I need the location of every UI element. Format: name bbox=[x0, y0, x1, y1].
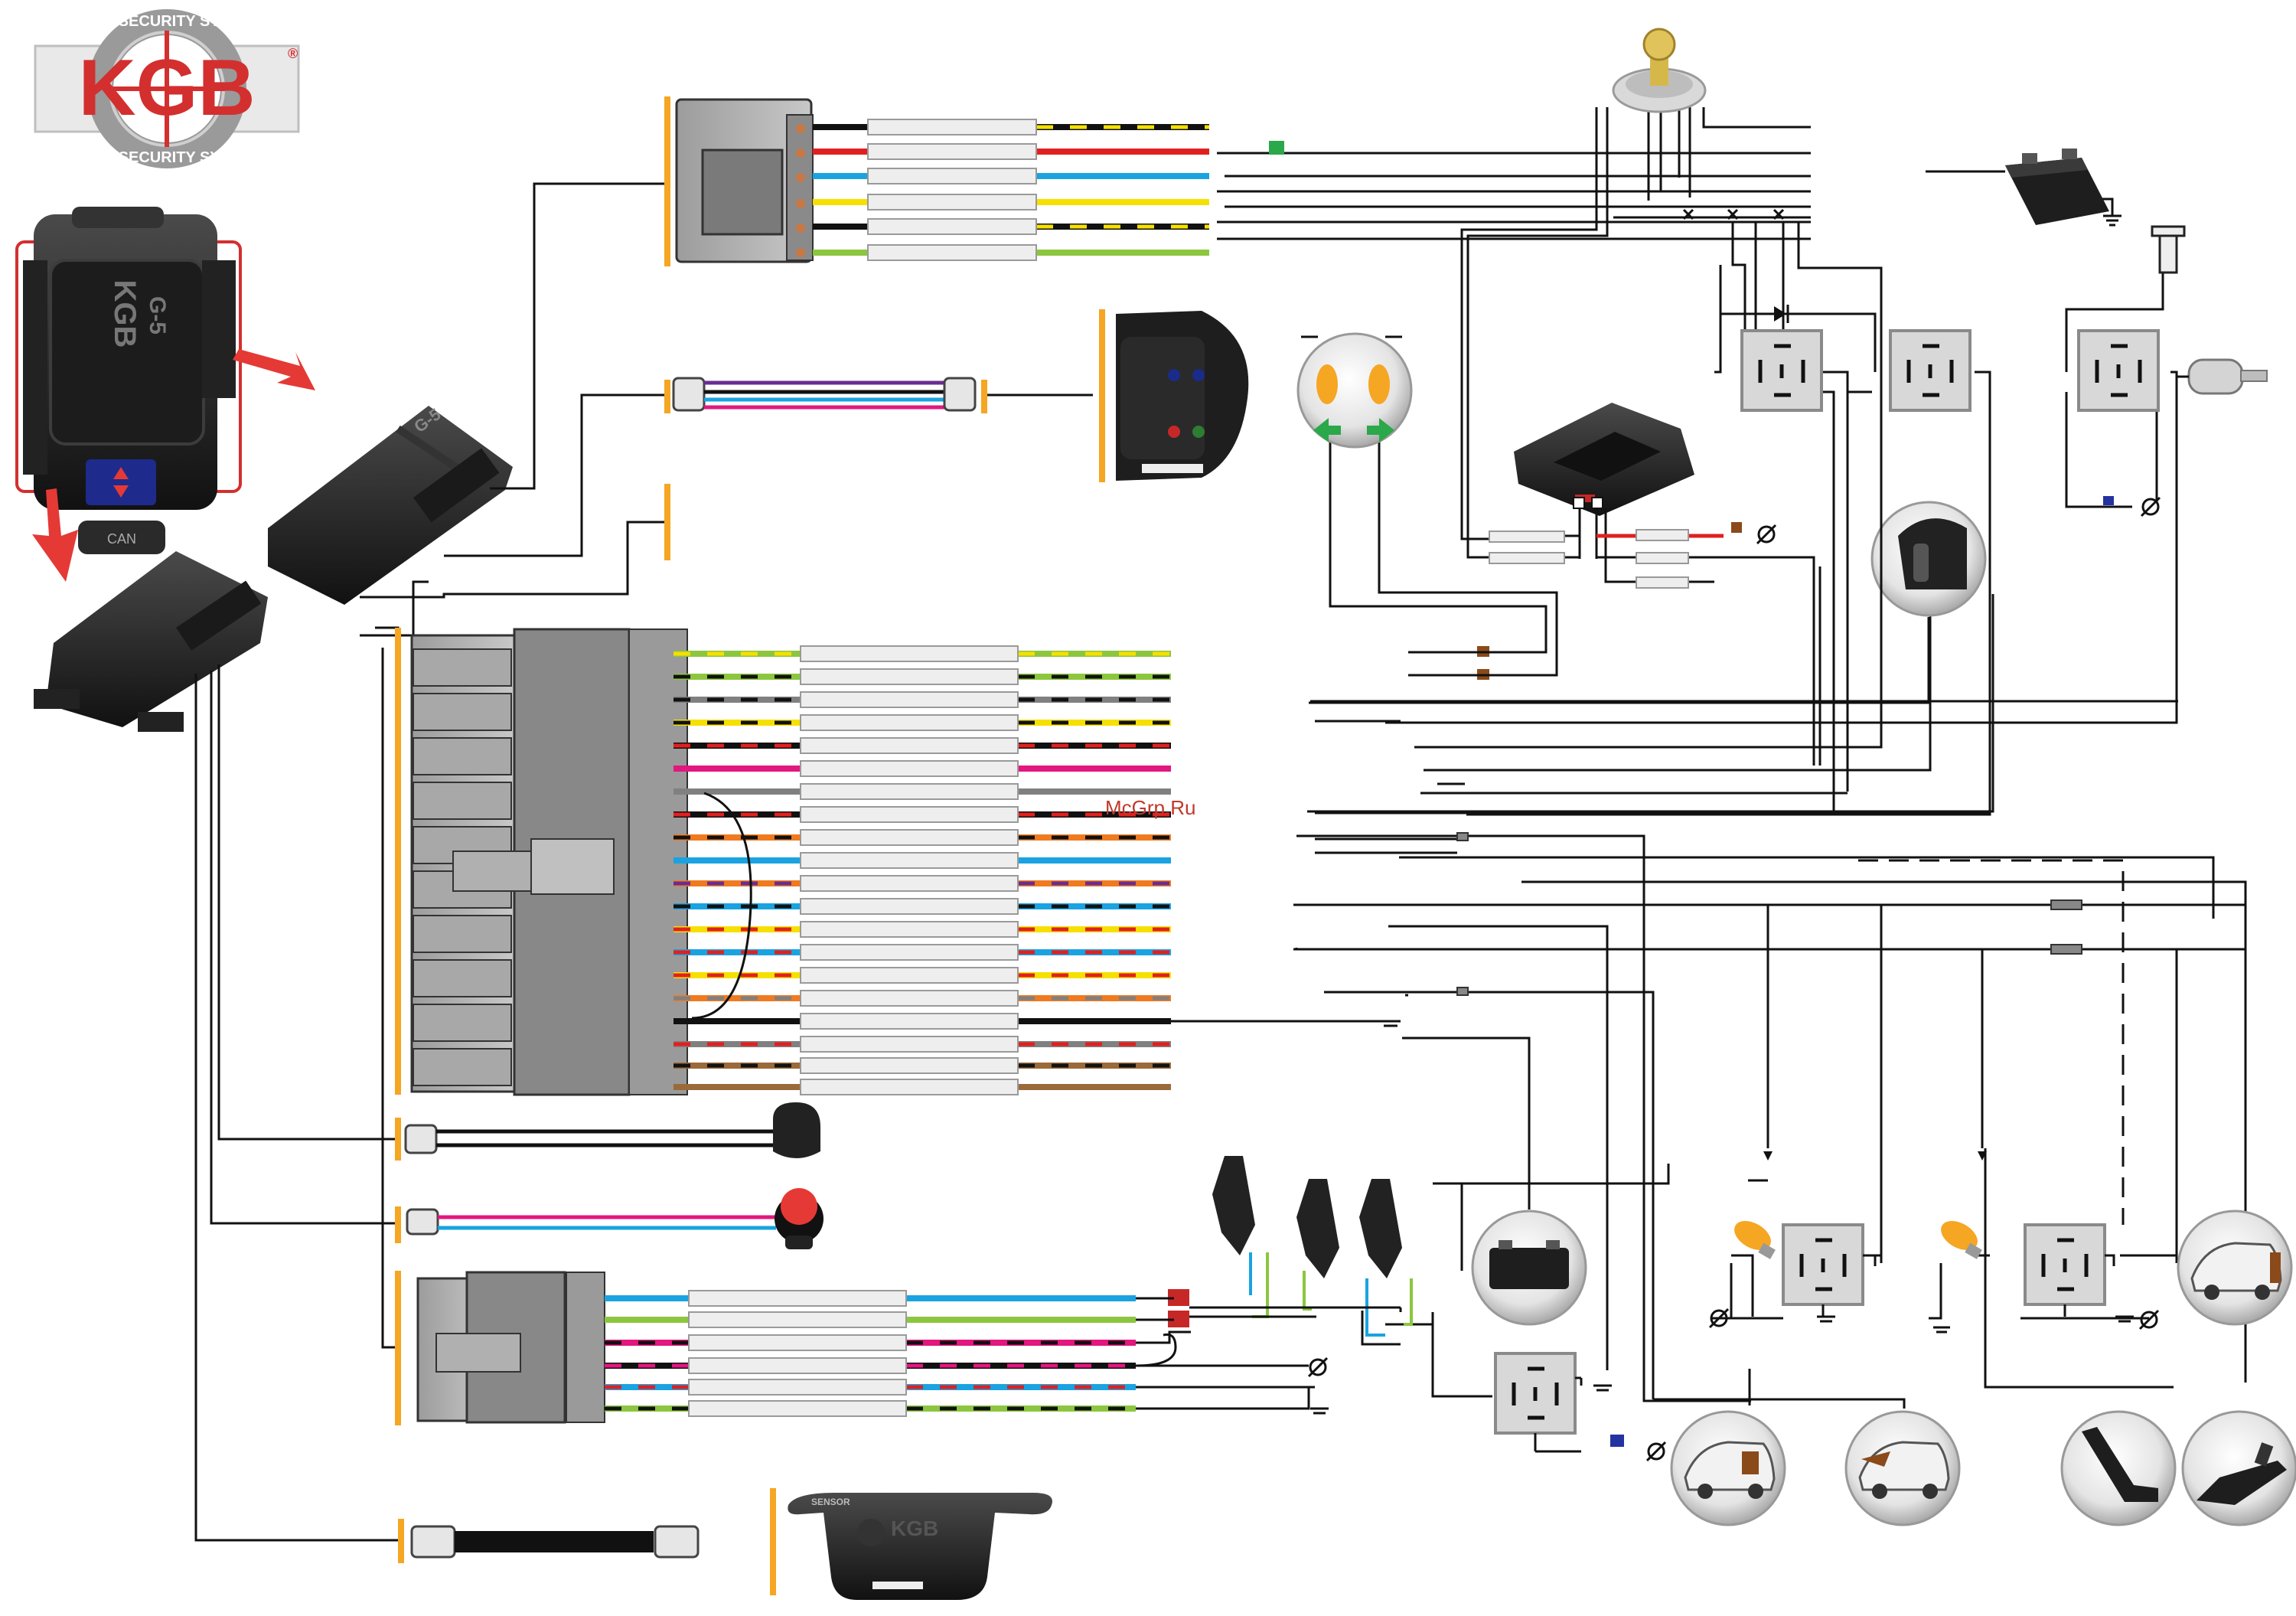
handbrake-bubble bbox=[2060, 1410, 2177, 1526]
logo-ring-text-bottom: AUTO SECURITY SYSTEM bbox=[71, 149, 263, 166]
car-hood-bubble bbox=[1844, 1410, 1961, 1526]
can-label: CAN bbox=[107, 531, 136, 547]
kgb-logo: AUTO SECURITY SYSTEM AUTO SECURITY SYSTE… bbox=[34, 9, 300, 168]
turn-signal-bubble bbox=[1296, 332, 1413, 449]
led-indicator bbox=[395, 1188, 823, 1249]
siren-icon bbox=[1870, 501, 1987, 617]
battery-icon bbox=[2005, 149, 2109, 225]
shock-sensor-connector bbox=[395, 1102, 820, 1161]
remote-antenna-connector bbox=[664, 377, 987, 413]
logo-ring-text-top: AUTO SECURITY SYSTEM bbox=[71, 13, 263, 30]
diode-icon-2 bbox=[1763, 1151, 1773, 1161]
relay-starter bbox=[2077, 329, 2160, 412]
pager-unit: SENSOR KGB bbox=[788, 1493, 1052, 1600]
can-module-wires bbox=[1489, 497, 1815, 766]
car-trunk-bubble bbox=[2177, 1210, 2293, 1326]
top-connector-wires bbox=[813, 119, 1284, 261]
relay-bottom-center bbox=[1494, 1352, 1577, 1435]
car-door-bubble bbox=[1670, 1410, 1786, 1526]
pager-connector bbox=[398, 1488, 776, 1595]
logo-text: KGB bbox=[78, 44, 255, 132]
diode-icon bbox=[1774, 305, 1789, 323]
connector-central-lock bbox=[395, 1271, 605, 1425]
ignition-switch bbox=[1612, 28, 1707, 113]
parking-lamp-left bbox=[1734, 1221, 1776, 1259]
ignition-relay-fuse bbox=[2151, 225, 2186, 274]
relay-lower-right bbox=[2024, 1223, 2106, 1306]
main-unit-model-label: G-5 bbox=[145, 296, 170, 335]
relay-lower-left bbox=[1782, 1223, 1864, 1306]
fuse-icon bbox=[1269, 141, 1284, 155]
watermark: McGrp.Ru bbox=[1105, 796, 1195, 819]
connector-6pin-top bbox=[664, 96, 814, 266]
cz-fuses bbox=[1168, 1289, 1189, 1327]
main-connector-wires bbox=[673, 645, 1171, 1095]
dashed-line bbox=[1858, 859, 2125, 1225]
relay-2 bbox=[1889, 329, 1971, 412]
main-harness-outputs bbox=[1310, 372, 2178, 815]
door-actuators bbox=[1212, 1156, 1413, 1337]
ignition-cross-markers bbox=[1682, 208, 1785, 220]
arrow-right-icon bbox=[233, 349, 315, 390]
parking-lamp-right bbox=[1941, 1221, 1982, 1259]
logo-registered: ® bbox=[288, 46, 298, 61]
connector-marker bbox=[664, 484, 670, 560]
central-lock-wires bbox=[605, 1290, 1401, 1417]
ground-circle-symbols bbox=[1307, 496, 2161, 1462]
battery-bubble bbox=[1471, 1210, 1587, 1326]
side-unit-lower bbox=[34, 551, 268, 732]
limit-switch-markers bbox=[1456, 832, 2082, 996]
main-control-unit: KGB G-5 CAN bbox=[15, 207, 315, 582]
led-service-button bbox=[1099, 309, 1249, 482]
fuse-icon-3 bbox=[2103, 496, 2114, 505]
side-unit-upper: G-5 bbox=[268, 404, 513, 605]
can-module bbox=[1514, 403, 1694, 516]
relay-1 bbox=[1740, 329, 1823, 412]
diode-icon-3 bbox=[1978, 1151, 1987, 1161]
pager-brand-label: KGB bbox=[891, 1516, 938, 1540]
brake-pedal-bubble bbox=[2181, 1410, 2296, 1526]
main-unit-brand-label: KGB bbox=[108, 280, 142, 348]
starter-icon bbox=[2177, 358, 2268, 395]
pager-model-label: SENSOR bbox=[811, 1497, 850, 1507]
arrow-down-icon bbox=[32, 488, 78, 582]
connector-main bbox=[395, 628, 688, 1096]
fuse-icon-2 bbox=[1610, 1435, 1624, 1447]
